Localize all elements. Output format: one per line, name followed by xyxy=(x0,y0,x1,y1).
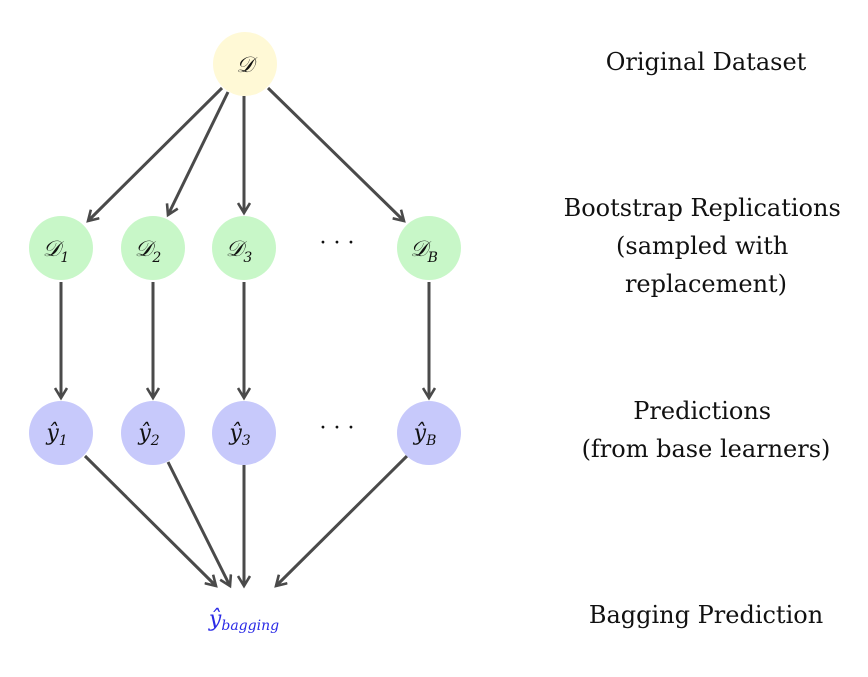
node-label: 𝒟B xyxy=(410,237,438,266)
edge-y2-to-final xyxy=(166,461,230,586)
node-circle xyxy=(397,401,461,465)
node-base: 𝒟 xyxy=(410,237,432,262)
stage-label-original: Original Dataset xyxy=(606,48,807,76)
node-circle xyxy=(29,216,93,280)
edge-root-to-d2 xyxy=(168,91,230,215)
node-label: 𝒟3 xyxy=(226,237,253,266)
node-base: ŷ xyxy=(208,607,222,632)
stage-label-predictions: Predictions (from base learners) xyxy=(582,397,831,463)
node-circle xyxy=(121,401,185,465)
stage-label-line: Bagging Prediction xyxy=(589,601,823,629)
stage-label-line: (sampled with xyxy=(616,232,788,260)
node-subscript: B xyxy=(427,250,438,266)
node-subscript: 3 xyxy=(242,433,251,449)
node-circle xyxy=(397,216,461,280)
node-base: ŷ xyxy=(45,421,59,446)
stage-label-bootstrap: Bootstrap Replications (sampled with rep… xyxy=(564,194,849,298)
node-subscript: B xyxy=(425,433,436,449)
node-label: 𝒟2 xyxy=(135,237,162,266)
edge-root-to-dB xyxy=(266,86,404,221)
node-base: 𝒟 xyxy=(236,53,258,78)
bagging-label: ŷbagging xyxy=(208,607,279,634)
node-prediction-2: ŷ2 xyxy=(121,401,185,465)
node-label: ŷ2 xyxy=(137,421,159,449)
node-bagging-prediction: ŷbagging xyxy=(208,607,279,634)
stage-labels: Original Dataset Bootstrap Replications … xyxy=(564,48,849,629)
stage-label-bagging: Bagging Prediction xyxy=(589,601,823,629)
node-subscript: 1 xyxy=(59,433,68,449)
node-circle xyxy=(121,216,185,280)
node-base: ŷ xyxy=(137,421,151,446)
node-base: ŷ xyxy=(413,421,427,446)
node-original-dataset: 𝒟 xyxy=(213,32,277,96)
node-bootstrap-3: 𝒟3 xyxy=(212,216,276,280)
stage-label-line: Predictions xyxy=(633,397,771,425)
stage-label-line: replacement) xyxy=(625,270,787,298)
node-label: 𝒟1 xyxy=(43,237,69,266)
node-bootstrap-2: 𝒟2 xyxy=(121,216,185,280)
node-circle xyxy=(213,32,277,96)
node-circle xyxy=(212,216,276,280)
node-subscript: 1 xyxy=(60,250,69,266)
edge-root-to-d1 xyxy=(88,86,224,221)
node-subscript: bagging xyxy=(221,618,279,634)
node-base: 𝒟 xyxy=(135,237,157,262)
node-subscript: 2 xyxy=(151,250,161,266)
node-label-root: 𝒟 xyxy=(236,53,258,78)
edges xyxy=(61,86,429,586)
stage-label-line: (from base learners) xyxy=(582,435,831,463)
node-prediction-1: ŷ1 xyxy=(29,401,93,465)
node-subscript: 3 xyxy=(243,250,252,266)
node-label: ŷ3 xyxy=(228,421,250,449)
edge-y1-to-final xyxy=(83,454,216,586)
bootstrap-row: 𝒟1 𝒟2 𝒟3 · · · 𝒟B xyxy=(29,216,461,280)
node-bootstrap-1: 𝒟1 xyxy=(29,216,93,280)
predictions-row: ŷ1 ŷ2 ŷ3 · · · ŷB xyxy=(29,401,461,465)
node-subscript: 2 xyxy=(150,433,160,449)
node-base: 𝒟 xyxy=(226,237,248,262)
node-bootstrap-B: 𝒟B xyxy=(397,216,461,280)
node-circle xyxy=(212,401,276,465)
node-circle xyxy=(29,401,93,465)
node-label: ŷ1 xyxy=(45,421,67,449)
node-label: ŷB xyxy=(413,421,437,449)
stage-label-line: Bootstrap Replications xyxy=(564,194,841,222)
node-prediction-3: ŷ3 xyxy=(212,401,276,465)
node-base: 𝒟 xyxy=(43,237,65,262)
node-base: ŷ xyxy=(228,421,242,446)
edge-yB-to-final xyxy=(276,454,409,586)
ellipsis-bootstrap: · · · xyxy=(320,231,355,256)
stage-label-line: Original Dataset xyxy=(606,48,807,76)
node-prediction-B: ŷB xyxy=(397,401,461,465)
ellipsis-predictions: · · · xyxy=(320,416,355,441)
